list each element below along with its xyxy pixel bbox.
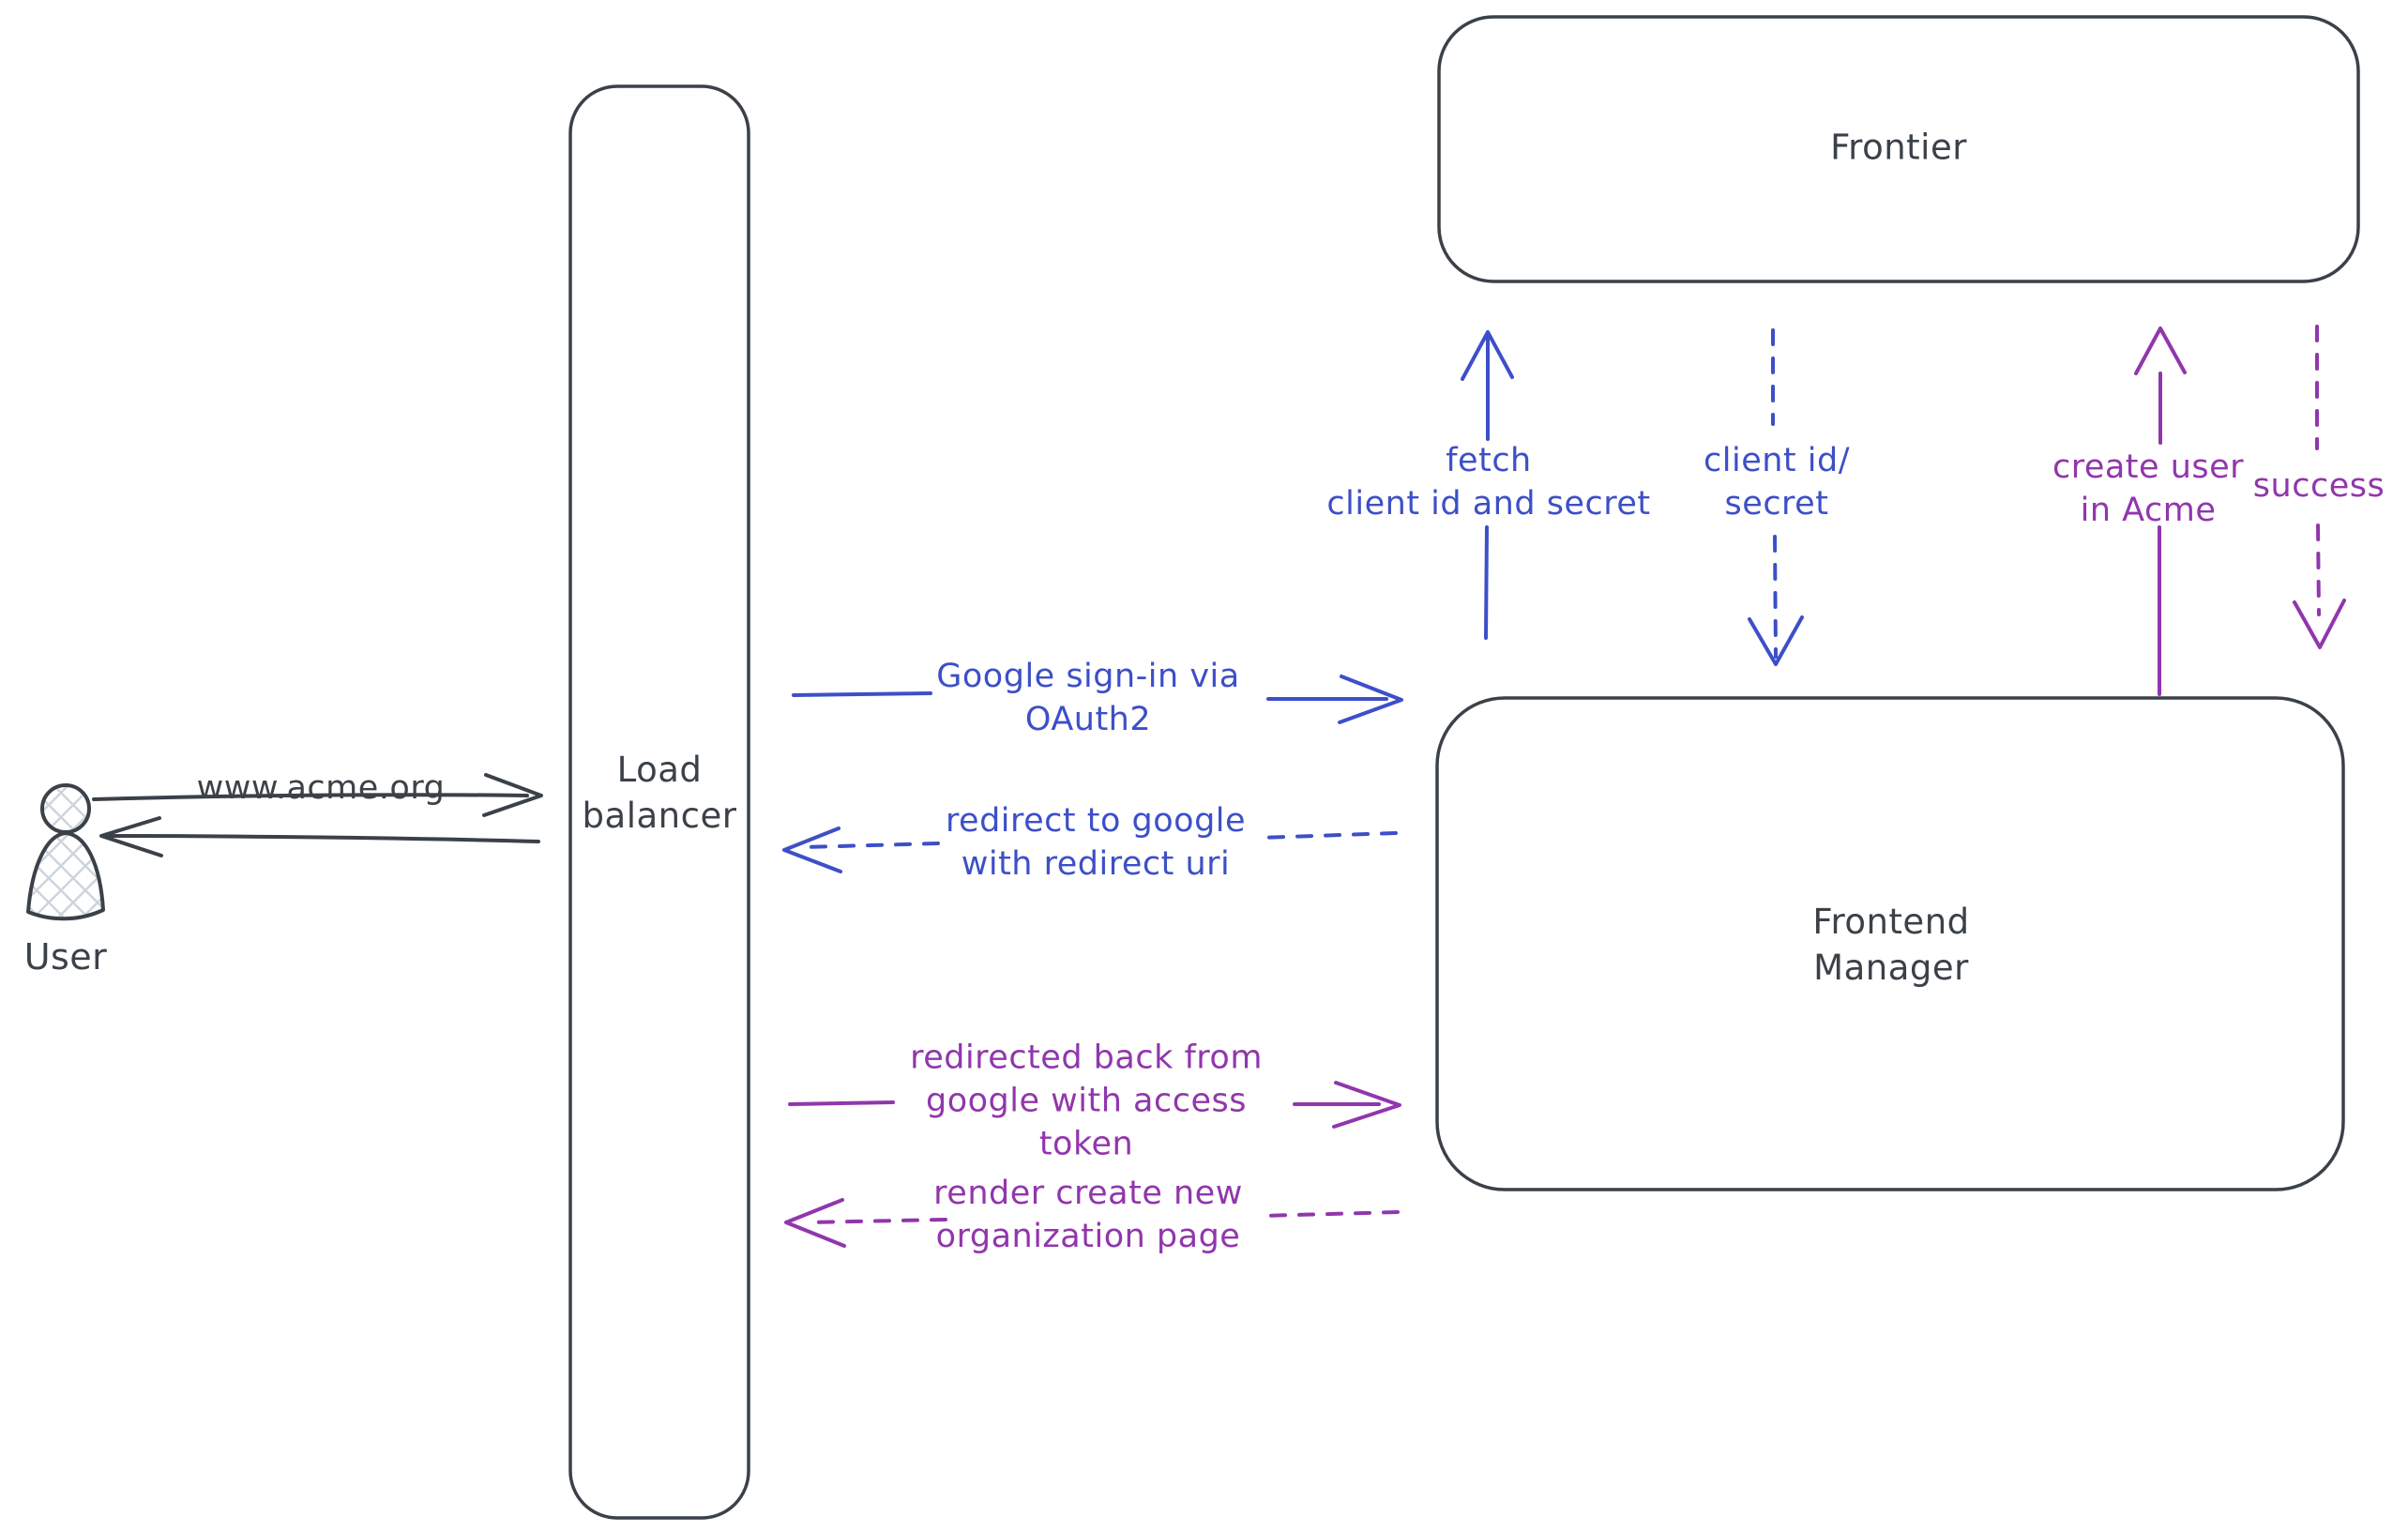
user-head bbox=[40, 783, 91, 834]
frontend-manager-label: Frontend Manager bbox=[1812, 902, 1970, 988]
google-signin-label: Google sign-in via OAuth2 bbox=[936, 657, 1240, 738]
load-balancer-box bbox=[568, 84, 750, 1520]
arrow-lb-return bbox=[99, 816, 540, 857]
arrow-create-user bbox=[2134, 326, 2187, 696]
redirected-back-label: redirected back from google with access … bbox=[910, 1039, 1263, 1164]
render-page-label: render create new organization page bbox=[933, 1174, 1243, 1255]
arrow-client-id-secret bbox=[1748, 328, 1804, 666]
frontier-label: Frontier bbox=[1830, 127, 1967, 168]
arrow-www-acme bbox=[92, 773, 543, 817]
frontend-manager-box bbox=[1435, 696, 2345, 1191]
arrow-redirected-back bbox=[788, 1081, 1401, 1129]
user-label: User bbox=[23, 935, 108, 978]
success-label: success bbox=[2252, 466, 2385, 505]
arrow-render-page bbox=[784, 1198, 1400, 1248]
fetch-secret-label: fetch client id and secret bbox=[1326, 441, 1651, 523]
arrow-fetch-secret bbox=[1461, 330, 1514, 640]
frontier-box bbox=[1437, 15, 2360, 283]
create-user-label: create user in Acme bbox=[2052, 447, 2245, 529]
load-balancer-label: Load balancer bbox=[582, 750, 737, 836]
arrow-redirect-google bbox=[782, 827, 1398, 873]
arrow-success bbox=[2293, 325, 2346, 649]
client-id-secret-label: client id/ secret bbox=[1704, 441, 1850, 523]
redirect-google-label: redirect to google with redirect uri bbox=[945, 801, 1247, 883]
arrow-google-signin bbox=[792, 675, 1403, 724]
user-figure bbox=[26, 783, 105, 921]
www-acme-label: www.acme.org bbox=[196, 768, 446, 807]
user-body bbox=[26, 831, 105, 921]
